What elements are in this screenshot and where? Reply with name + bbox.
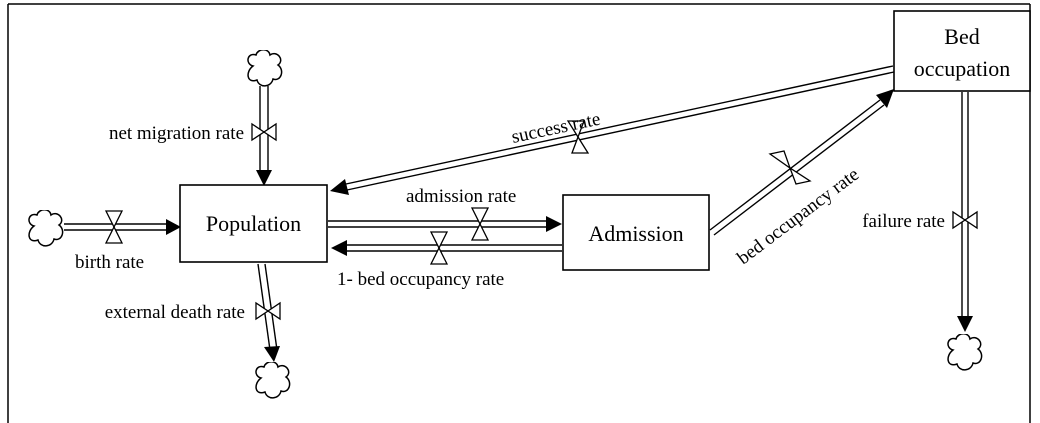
success-rate-arrowhead — [330, 179, 349, 195]
failure-sink-cloud-icon — [947, 334, 983, 371]
net-migration-valve-icon — [251, 122, 277, 142]
external-death-rate-label: external death rate — [105, 302, 245, 323]
birth-valve-icon — [104, 210, 124, 244]
success-rate-flow-pipe — [345, 65, 895, 191]
population-stock: Population — [179, 184, 328, 263]
return-flow-pipe — [345, 244, 562, 252]
external-death-arrowhead — [264, 346, 280, 362]
external-death-valve-icon — [255, 301, 281, 321]
return-flow-valve-icon — [429, 231, 449, 265]
failure-rate-valve-icon — [952, 210, 978, 230]
admission-rate-valve-icon — [470, 207, 490, 241]
failure-rate-arrowhead — [957, 316, 973, 332]
bed-occupation-label-line2: occupation — [914, 56, 1011, 81]
return-flow-arrowhead — [331, 240, 347, 256]
admission-label: Admission — [588, 221, 683, 246]
external-death-sink-cloud-icon — [255, 362, 291, 399]
birth-flow-pipe — [64, 223, 168, 231]
bed-occupancy-flow-pipe — [709, 99, 885, 236]
bed-occupation-stock: Bed occupation — [893, 10, 1031, 92]
net-migration-arrowhead — [256, 170, 272, 186]
birth-source-cloud-icon — [28, 210, 64, 247]
net-migration-rate-label: net migration rate — [109, 123, 244, 144]
admission-rate-arrowhead — [546, 216, 562, 232]
success-rate-valve-icon — [566, 120, 590, 154]
net-migration-flow-pipe — [259, 86, 269, 172]
bed-occupation-label-line1: Bed — [944, 24, 979, 49]
birth-rate-label: birth rate — [75, 252, 144, 273]
bed-occupancy-valve-icon — [768, 150, 812, 185]
population-label: Population — [206, 211, 301, 236]
one-minus-bed-occupancy-rate-label: 1- bed occupancy rate — [337, 269, 504, 290]
birth-arrowhead — [166, 219, 181, 235]
failure-rate-label: failure rate — [862, 211, 945, 232]
failure-rate-flow-pipe — [961, 92, 969, 318]
admission-rate-flow-pipe — [328, 220, 548, 228]
external-death-flow-pipe — [257, 263, 278, 351]
admission-stock: Admission — [562, 194, 710, 271]
admission-rate-label: admission rate — [406, 186, 516, 207]
bed-occupancy-arrowhead — [876, 89, 894, 108]
net-migration-source-cloud-icon — [247, 50, 283, 87]
